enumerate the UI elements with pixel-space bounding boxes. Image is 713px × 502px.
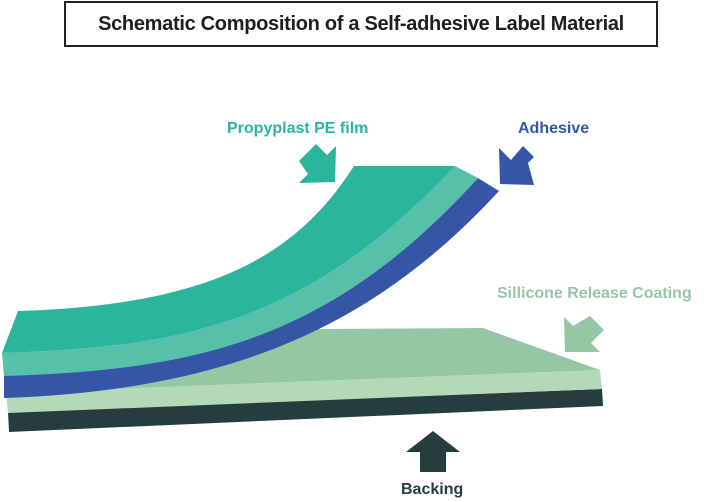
silicone-arrow-icon — [564, 316, 604, 352]
backing-label: Backing — [401, 481, 464, 498]
pe-film-lower-layer — [2, 166, 478, 376]
silicone-coating-edge — [6, 370, 602, 413]
adhesive-layer — [4, 178, 499, 398]
backing-arrow-icon — [406, 431, 460, 472]
pe-film-label: Propyplast PE film — [227, 120, 369, 137]
adhesive-label: Adhesive — [518, 120, 590, 137]
diagram-title: Schematic Composition of a Self-adhesive… — [98, 12, 624, 35]
pe-film-arrow-icon — [299, 144, 336, 183]
backing-layer — [8, 389, 603, 432]
title-box: Schematic Composition of a Self-adhesive… — [64, 1, 658, 47]
adhesive-arrow-icon — [499, 146, 534, 185]
silicone-coating-label: Sillicone Release Coating — [497, 285, 692, 302]
pe-film-layer — [2, 166, 455, 353]
